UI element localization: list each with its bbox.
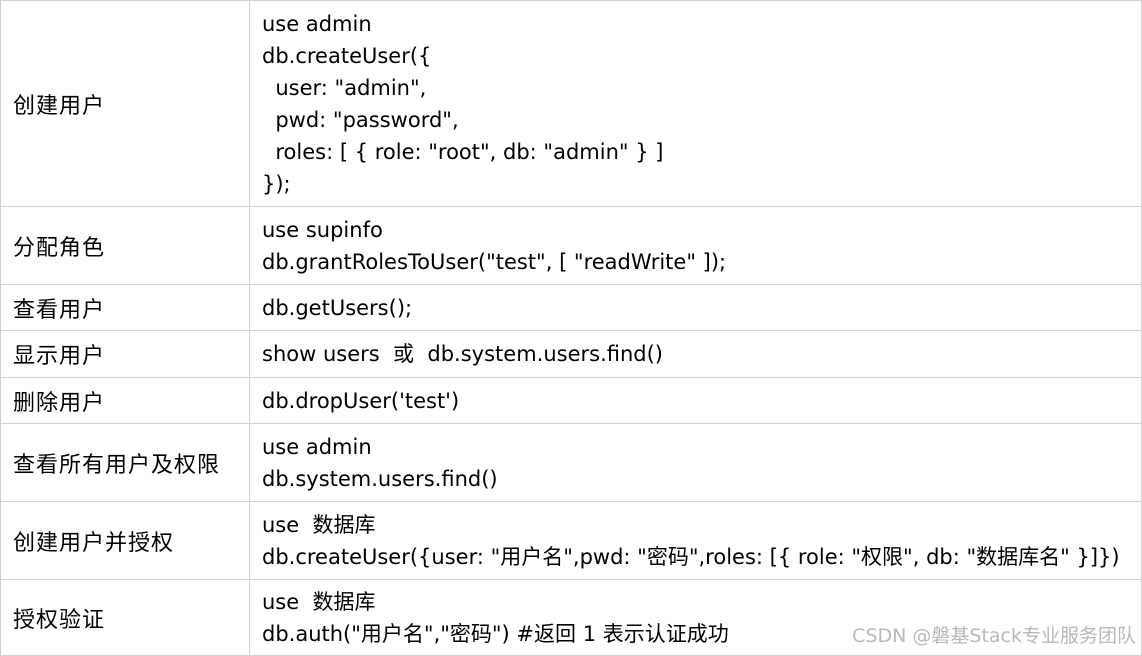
- command-line: db.auth("用户名","密码") #返回 1 表示认证成功: [262, 621, 729, 646]
- operation-cell: 查看用户: [0, 284, 250, 331]
- operation-cell: 显示用户: [0, 330, 250, 378]
- command-line: use 数据库: [262, 512, 376, 537]
- table-row: 创建用户并授权 use 数据库 db.createUser({user: "用户…: [0, 501, 1142, 580]
- operation-cell: 创建用户: [0, 0, 250, 207]
- operation-cell: 分配角色: [0, 206, 250, 285]
- table-row: 显示用户 show users 或 db.system.users.find(): [0, 330, 1142, 378]
- command-line: use admin: [262, 11, 372, 36]
- command-line: user: "admin",: [262, 75, 427, 100]
- command-line: db.getUsers();: [262, 295, 413, 320]
- command-line: use admin: [262, 434, 372, 459]
- command-line: db.createUser({: [262, 43, 432, 68]
- command-line: db.dropUser('test'): [262, 388, 460, 413]
- command-cell: show users 或 db.system.users.find(): [249, 330, 1142, 378]
- command-line: db.grantRolesToUser("test", [ "readWrite…: [262, 249, 727, 274]
- table-row: 删除用户 db.dropUser('test'): [0, 377, 1142, 424]
- command-line: use supinfo: [262, 217, 383, 242]
- operation-cell: 授权验证: [0, 579, 250, 656]
- command-line: show users 或 db.system.users.find(): [262, 342, 663, 366]
- command-line: });: [262, 171, 291, 196]
- operation-cell: 创建用户并授权: [0, 501, 250, 580]
- command-line: db.system.users.find(): [262, 466, 498, 491]
- command-line: roles: [ { role: "root", db: "admin" } ]: [262, 139, 664, 164]
- command-cell: use 数据库 db.auth("用户名","密码") #返回 1 表示认证成功: [249, 579, 1142, 656]
- command-line: pwd: "password",: [262, 107, 459, 132]
- command-line: use 数据库: [262, 589, 376, 614]
- command-cell: use admin db.system.users.find(): [249, 423, 1142, 502]
- table-row: 授权验证 use 数据库 db.auth("用户名","密码") #返回 1 表…: [0, 579, 1142, 656]
- command-cell: use admin db.createUser({ user: "admin",…: [249, 0, 1142, 207]
- command-cell: use supinfo db.grantRolesToUser("test", …: [249, 206, 1142, 285]
- table-row: 查看所有用户及权限 use admin db.system.users.find…: [0, 423, 1142, 502]
- watermark: CSDN @磐基Stack专业服务团队: [852, 625, 1136, 647]
- command-cell: db.getUsers();: [249, 284, 1142, 331]
- operation-cell: 查看所有用户及权限: [0, 423, 250, 502]
- table-row: 查看用户 db.getUsers();: [0, 284, 1142, 331]
- command-line: db.createUser({user: "用户名",pwd: "密码",rol…: [262, 544, 1120, 569]
- operation-cell: 删除用户: [0, 377, 250, 424]
- table-row: 分配角色 use supinfo db.grantRolesToUser("te…: [0, 206, 1142, 285]
- command-cell: db.dropUser('test'): [249, 377, 1142, 424]
- command-cell: use 数据库 db.createUser({user: "用户名",pwd: …: [249, 501, 1142, 580]
- table-row: 创建用户 use admin db.createUser({ user: "ad…: [0, 0, 1142, 207]
